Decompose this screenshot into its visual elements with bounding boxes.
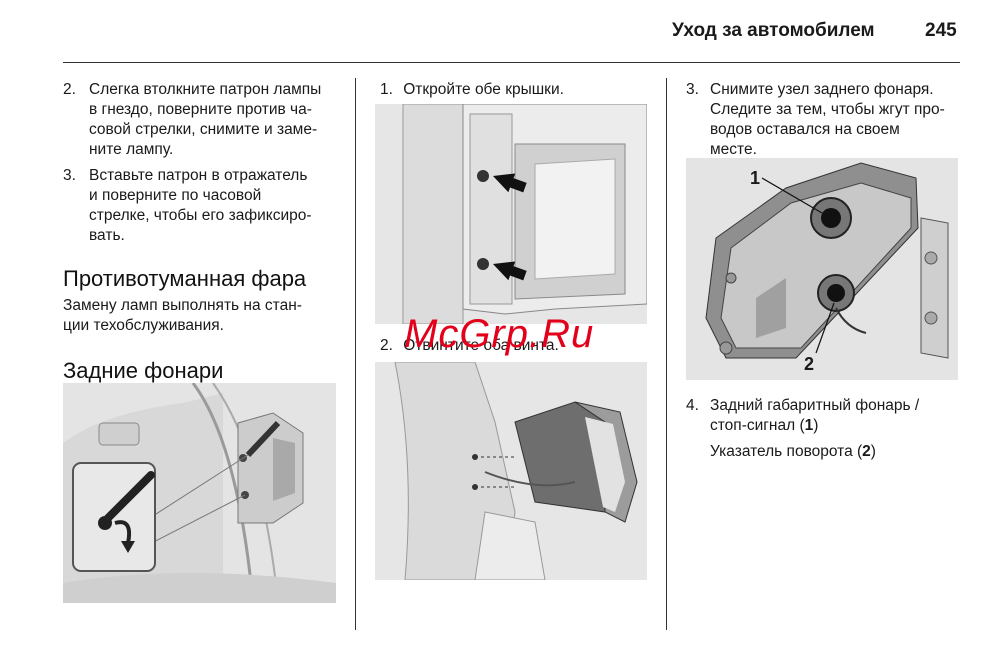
text-line: месте.: [710, 141, 757, 158]
text-line: и поверните по часовой: [89, 187, 262, 204]
text-line: Задний габаритный фонарь /: [710, 397, 920, 414]
step-text: Отвинтите оба винта.: [403, 337, 559, 354]
step-text: Задний габаритный фонарь / стоп-сигнал (…: [710, 396, 966, 436]
figure-open-covers: [375, 104, 647, 324]
figure-remove-screws: [375, 362, 647, 580]
text-line: вать.: [89, 227, 125, 244]
text-segment: ): [870, 443, 876, 460]
text-segment: стоп-сигнал (: [710, 417, 805, 434]
column-2-step-1: 1. Откройте обе крышки.: [380, 80, 650, 100]
fog-text: Замену ламп выполнять на стан- ции техоб…: [63, 296, 348, 336]
text-line: стоп-сигнал (1): [710, 416, 966, 436]
header-rule: [63, 62, 960, 63]
column-3-step-3: 3. Снимите узел заднего фонаря. Следите …: [686, 80, 966, 166]
page-number: 245: [925, 20, 957, 41]
figure-rear-lamp-unit: 1 2: [686, 158, 958, 380]
rear-light-cover-illustration: [63, 383, 336, 603]
callout-ref-1: 1: [804, 417, 814, 434]
text-line: Замену ламп выполнять на стан-: [63, 297, 302, 314]
step-number: 3.: [63, 167, 76, 184]
remove-screws-illustration: [375, 362, 647, 580]
text-line: ните лампу.: [89, 141, 174, 158]
open-covers-illustration: [375, 104, 647, 324]
turn-indicator-line: Указатель поворота (2): [686, 442, 966, 462]
step-number: 2.: [63, 81, 76, 98]
callout-2: 2: [804, 354, 815, 374]
step-number: 4.: [686, 397, 699, 414]
figure-rear-light-cover: [63, 383, 336, 603]
step-4-tail-stop: 4. Задний габаритный фонарь / стоп-сигна…: [686, 396, 966, 436]
callout-ref-2: 2: [862, 443, 871, 460]
text-line: в гнездо, поверните против ча-: [89, 101, 312, 118]
step-number: 1.: [380, 81, 393, 98]
step-3-insert: 3. Вставьте патрон в отражатель и поверн…: [63, 166, 348, 246]
watermark: McGrp.Ru: [404, 312, 595, 356]
text-line: совой стрелки, снимите и заме-: [89, 121, 318, 138]
column-divider-2: [666, 78, 667, 630]
text-line: Снимите узел заднего фонаря.: [710, 81, 934, 98]
text-line: Вставьте патрон в отражатель: [89, 167, 308, 184]
callout-1: 1: [750, 168, 761, 188]
text-line: ции техобслуживания.: [63, 317, 224, 334]
text-segment: ): [813, 417, 819, 434]
text-segment: Указатель поворота (: [710, 443, 863, 460]
text-line: Следите за тем, чтобы жгут про-: [710, 101, 945, 118]
step-3-remove-unit: 3. Снимите узел заднего фонаря. Следите …: [686, 80, 966, 160]
column-3-step-4: 4. Задний габаритный фонарь / стоп-сигна…: [686, 396, 966, 462]
rear-lamp-unit-illustration: [686, 158, 958, 380]
step-text: Снимите узел заднего фонаря. Следите за …: [710, 80, 966, 160]
step-number: 2.: [380, 337, 393, 354]
section-title: Уход за автомобилем: [672, 20, 875, 41]
text-line: стрелке, чтобы его зафиксиро-: [89, 207, 312, 224]
heading-fog-light: Противотуманная фара: [63, 266, 307, 291]
text-line: водов оставался на своем: [710, 121, 900, 138]
step-text: Слегка втолкните патрон лампы в гнездо, …: [89, 80, 348, 160]
column-2-step-2: 2. Отвинтите оба винта.: [380, 336, 559, 356]
column-divider-1: [355, 78, 356, 630]
column-1: 2. Слегка втолкните патрон лампы в гнезд…: [63, 80, 348, 388]
text-line: Слегка втолкните патрон лампы: [89, 81, 322, 98]
step-2-lamp: 2. Слегка втолкните патрон лампы в гнезд…: [63, 80, 348, 160]
step-text: Вставьте патрон в отражатель и поверните…: [89, 166, 348, 246]
step-text: Откройте обе крышки.: [403, 81, 564, 98]
step-number: 3.: [686, 81, 699, 98]
heading-rear-lights: Задние фонари: [63, 358, 224, 383]
